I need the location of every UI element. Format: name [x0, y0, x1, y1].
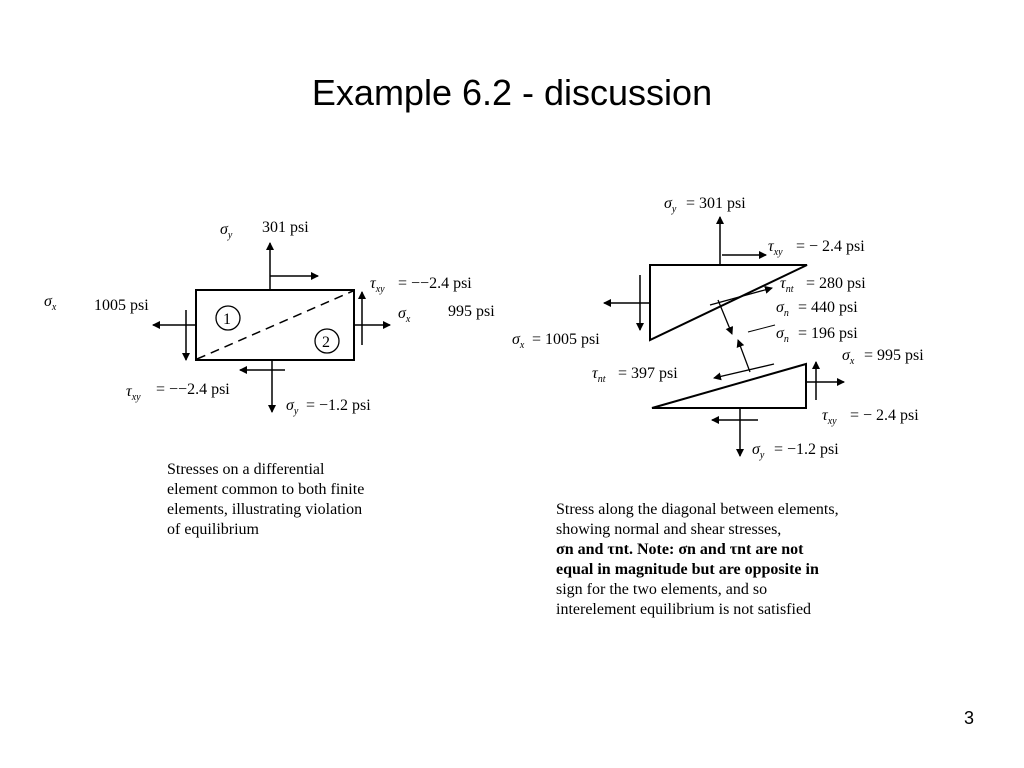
- left-element-diagonal: [196, 290, 354, 360]
- tau-nt-lower-value: = 397 psi: [618, 365, 678, 382]
- left-element-diagram: 1 2 σy 301 psi σx 1005 psi τxy = −−2.4 p…: [44, 219, 495, 417]
- sigma-n-upper-arrow: [717, 299, 734, 335]
- right-caption-line: equal in magnitude but are opposite in: [556, 561, 819, 578]
- sigma-n-lower-arrow: [736, 339, 751, 373]
- right-sigma-y-top-symbol: σy: [664, 195, 677, 215]
- element-1-label: 1: [223, 311, 231, 328]
- left-sigma-x-left-symbol: σx: [44, 293, 57, 313]
- right-element-diagram: σy = 301 psi τxy = − 2.4 psi τnt = 280 p…: [512, 195, 924, 461]
- tau-nt-lower-symbol: τnt: [592, 365, 606, 385]
- right-tau-xy-top-value: = − 2.4 psi: [796, 238, 865, 255]
- right-tau-xy-bottom-value: = − 2.4 psi: [850, 407, 919, 424]
- sigma-n-pointer-line: [747, 324, 776, 333]
- left-caption-line: of equilibrium: [167, 521, 259, 538]
- tau-nt-upper-symbol: τnt: [780, 275, 794, 295]
- right-sigma-x-right-symbol: σx: [842, 347, 855, 367]
- element-2-label: 2: [322, 334, 330, 351]
- page-number: 3: [963, 708, 974, 728]
- right-sigma-x-left-symbol: σx: [512, 331, 525, 351]
- right-caption-line: sign for the two elements, and so: [556, 581, 768, 598]
- left-tau-xy-right-value: = −−2.4 psi: [398, 275, 472, 292]
- left-sigma-y-top-value: 301 psi: [262, 219, 309, 236]
- right-sigma-y-top-value: = 301 psi: [686, 195, 746, 212]
- left-sigma-y-bottom-symbol: σy: [286, 397, 299, 417]
- right-figure-caption: Stress along the diagonal between elemen…: [556, 500, 936, 620]
- right-sigma-x-right-value: = 995 psi: [864, 347, 924, 364]
- left-sigma-y-top-symbol: σy: [220, 221, 233, 241]
- sigma-n-lower-symbol: σn: [776, 325, 789, 345]
- tau-nt-upper-value: = 280 psi: [806, 275, 866, 292]
- left-sigma-x-right-symbol: σx: [398, 305, 411, 325]
- left-sigma-y-bottom-value: = −1.2 psi: [306, 397, 371, 414]
- right-tau-xy-bottom-symbol: τxy: [822, 407, 837, 427]
- left-sigma-x-left-value: 1005 psi: [94, 297, 149, 314]
- right-sigma-y-bottom-value: = −1.2 psi: [774, 441, 839, 458]
- left-sigma-x-right-value: 995 psi: [448, 303, 495, 320]
- tau-nt-upper-arrow: [709, 285, 773, 306]
- sigma-n-upper-value: = 440 psi: [798, 299, 858, 316]
- left-element-box: [195, 289, 355, 361]
- left-tau-xy-bottom-symbol: τxy: [126, 383, 141, 403]
- left-caption-line: element common to both finite: [167, 481, 365, 498]
- right-caption-line: Stress along the diagonal between elemen…: [556, 501, 839, 518]
- element-1-circle: [215, 305, 241, 331]
- left-figure-caption: Stresses on a differential element commo…: [167, 460, 437, 540]
- left-caption-line: elements, illustrating violation: [167, 501, 363, 518]
- right-tau-xy-top-symbol: τxy: [768, 238, 783, 258]
- right-caption-line: σn and τnt. Note: σn and τnt are not: [556, 541, 804, 558]
- element-2-circle: [314, 328, 340, 354]
- sigma-n-upper-symbol: σn: [776, 299, 789, 319]
- right-sigma-x-left-value: = 1005 psi: [532, 331, 600, 348]
- left-tau-xy-right-symbol: τxy: [370, 275, 385, 295]
- slide-title: Example 6.2 - discussion: [311, 72, 713, 113]
- left-caption-line: Stresses on a differential: [167, 461, 325, 478]
- left-tau-xy-bottom-value: = −−2.4 psi: [156, 381, 230, 398]
- right-caption-line: interelement equilibrium is not satisfie…: [556, 601, 812, 618]
- right-caption-line: showing normal and shear stresses,: [556, 521, 782, 538]
- tau-nt-lower-arrow: [713, 363, 775, 381]
- sigma-n-lower-value: = 196 psi: [798, 325, 858, 342]
- right-sigma-y-bottom-symbol: σy: [752, 441, 765, 461]
- lower-triangle-element: [651, 362, 807, 409]
